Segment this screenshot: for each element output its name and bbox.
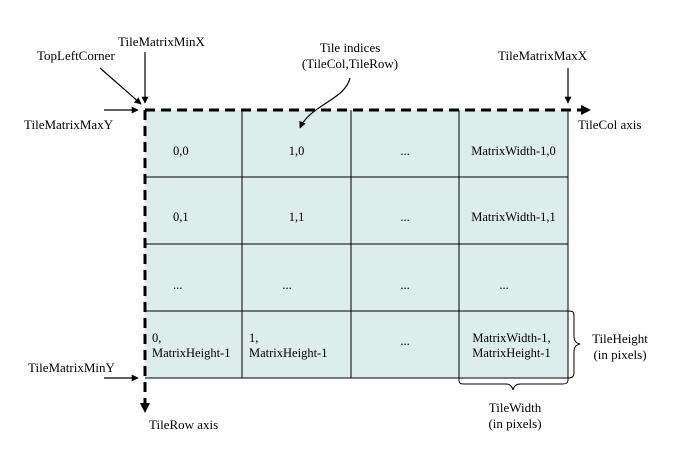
tile-cell-0-0: 0,0 [173,144,189,158]
tile-cell-2-0: ... [173,278,183,292]
tile-cell-3-2: ... [400,334,410,348]
tile-cell-1-2: ... [400,210,410,224]
tile-cell-3-0: 0, MatrixHeight-1 [152,331,231,360]
tile-cell-2-3: ... [499,278,509,292]
tile-cell-1-0: 0,1 [173,210,189,224]
tile-cell-1-3: MatrixWidth-1,1 [471,210,556,224]
tile-matrix-min-x-label: TileMatrixMinX [118,34,205,49]
tile-cell-1-1: 1,1 [288,210,305,224]
tile-matrix-min-y-label: TileMatrixMinY [28,360,115,375]
tile-matrix-max-x-label: TileMatrixMaxX [498,48,588,63]
tile-matrix-max-y-label: TileMatrixMaxY [24,117,114,132]
tile-cell-0-3: MatrixWidth-1,0 [471,144,556,158]
tile-width-label-line1: TileWidth [488,400,542,415]
tile-cell-2-2: ... [400,278,410,292]
tile-row-axis-label: TileRow axis [149,417,219,432]
tile-cell-2-1: ... [282,278,292,292]
tile-height-brace [567,310,581,379]
grid-lines [145,110,569,379]
tile-cell-3-3: MatrixWidth-1, MatrixHeight-1 [472,331,551,360]
tile-height-label-line2: (in pixels) [593,347,647,362]
tile-cell-0-1: 1,0 [288,144,305,158]
tile-height-label-line1: TileHeight [592,331,648,346]
tile-indices-arrow [299,77,351,129]
tile-indices-label-line1: Tile indices [319,40,381,55]
tile-width-brace [458,378,569,391]
tile-cell-0-2: ... [400,144,410,158]
tile-width-label-line2: (in pixels) [488,416,542,431]
top-left-corner-arrow [99,67,142,105]
tile-cell-3-1: 1, MatrixHeight-1 [249,331,328,360]
top-left-corner-label: TopLeftCorner [37,48,115,63]
tile-indices-label-line2: (TileCol,TileRow) [301,56,399,71]
tile-col-axis-label: TileCol axis [578,117,642,132]
